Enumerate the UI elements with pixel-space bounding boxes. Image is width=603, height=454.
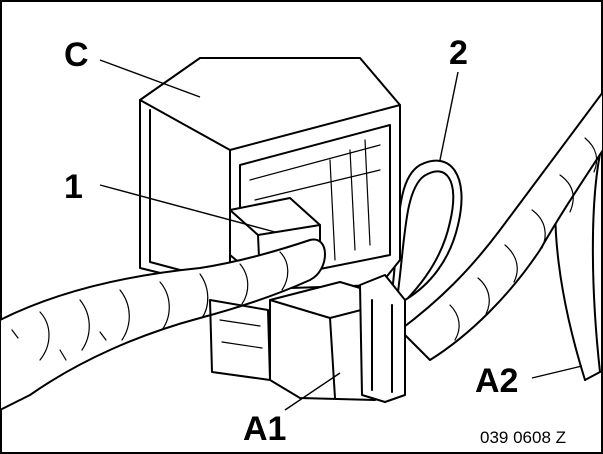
- connector-a1: [209, 274, 406, 403]
- harness-left: [0, 238, 326, 411]
- leader-a2: [531, 365, 583, 379]
- harness-right: [399, 91, 603, 361]
- label-1: 1: [64, 168, 83, 206]
- label-a1: A1: [243, 410, 286, 448]
- label-a2: A2: [475, 362, 518, 400]
- leader-a1: [284, 372, 341, 411]
- label-c: C: [64, 36, 89, 74]
- label-2: 2: [449, 34, 468, 72]
- leader-1: [99, 184, 276, 233]
- leader-2: [439, 71, 459, 161]
- figure-code: 039 0608 Z: [480, 428, 566, 447]
- leader-c: [99, 59, 201, 98]
